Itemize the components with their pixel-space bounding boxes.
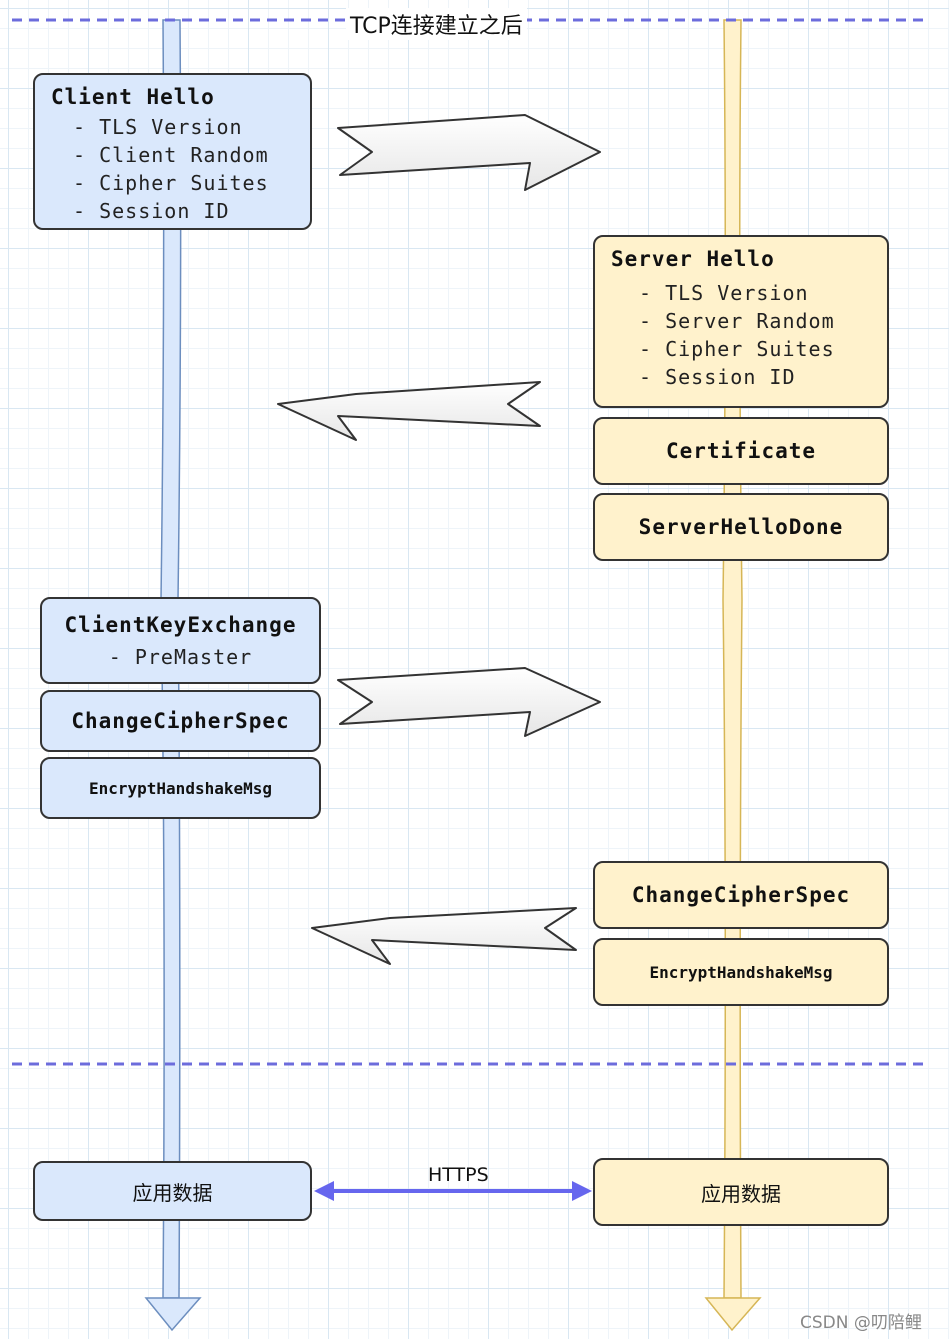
server-hello-item: - Session ID [639,365,796,389]
key-exchange-arrow [337,667,601,737]
server-hello-title: Server Hello [611,247,775,271]
header-title: TCP连接建立之后 [346,8,527,40]
server-app-data-label: 应用数据 [701,1181,781,1206]
client-hello-item: - Session ID [73,199,230,223]
watermark: CSDN @叨陪鲤 [800,1313,922,1333]
client-key-exchange-item: - PreMaster [108,644,253,669]
client-app-data-box: 应用数据 [33,1161,312,1221]
client-key-exchange-box: ClientKeyExchange - PreMaster [40,597,321,684]
client-hello-box: Client Hello - TLS Version - Client Rand… [33,73,312,230]
client-change-cipher-box: ChangeCipherSpec [40,690,321,752]
https-label: HTTPS [428,1164,489,1186]
server-hello-item: - Server Random [639,309,835,333]
server-lifeline [704,19,762,1332]
server-finish-arrow [311,907,577,965]
server-encrypt-box: EncryptHandshakeMsg [593,938,889,1006]
client-app-data-label: 应用数据 [132,1180,213,1205]
server-app-data-box: 应用数据 [593,1158,889,1226]
client-encrypt-box: EncryptHandshakeMsg [40,757,321,819]
client-key-exchange-title: ClientKeyExchange [64,612,297,637]
client-hello-item: - Cipher Suites [73,171,269,195]
certificate-label: Certificate [665,439,817,463]
server-hello-arrow [277,381,541,441]
client-hello-item: - TLS Version [73,115,243,139]
server-encrypt-label: EncryptHandshakeMsg [649,962,833,982]
client-hello-arrow [337,114,601,191]
server-change-cipher-box: ChangeCipherSpec [593,861,889,929]
server-change-cipher-label: ChangeCipherSpec [631,883,851,907]
server-hello-done-label: ServerHelloDone [638,515,844,539]
client-change-cipher-label: ChangeCipherSpec [71,709,290,733]
client-hello-title: Client Hello [51,85,215,109]
client-encrypt-label: EncryptHandshakeMsg [88,778,273,798]
server-hello-done-box: ServerHelloDone [593,493,889,561]
client-hello-item: - Client Random [73,143,269,167]
server-hello-item: - Cipher Suites [639,337,835,361]
server-hello-item: - TLS Version [639,281,809,305]
server-hello-box: Server Hello - TLS Version - Server Rand… [593,235,889,408]
certificate-box: Certificate [593,417,889,485]
